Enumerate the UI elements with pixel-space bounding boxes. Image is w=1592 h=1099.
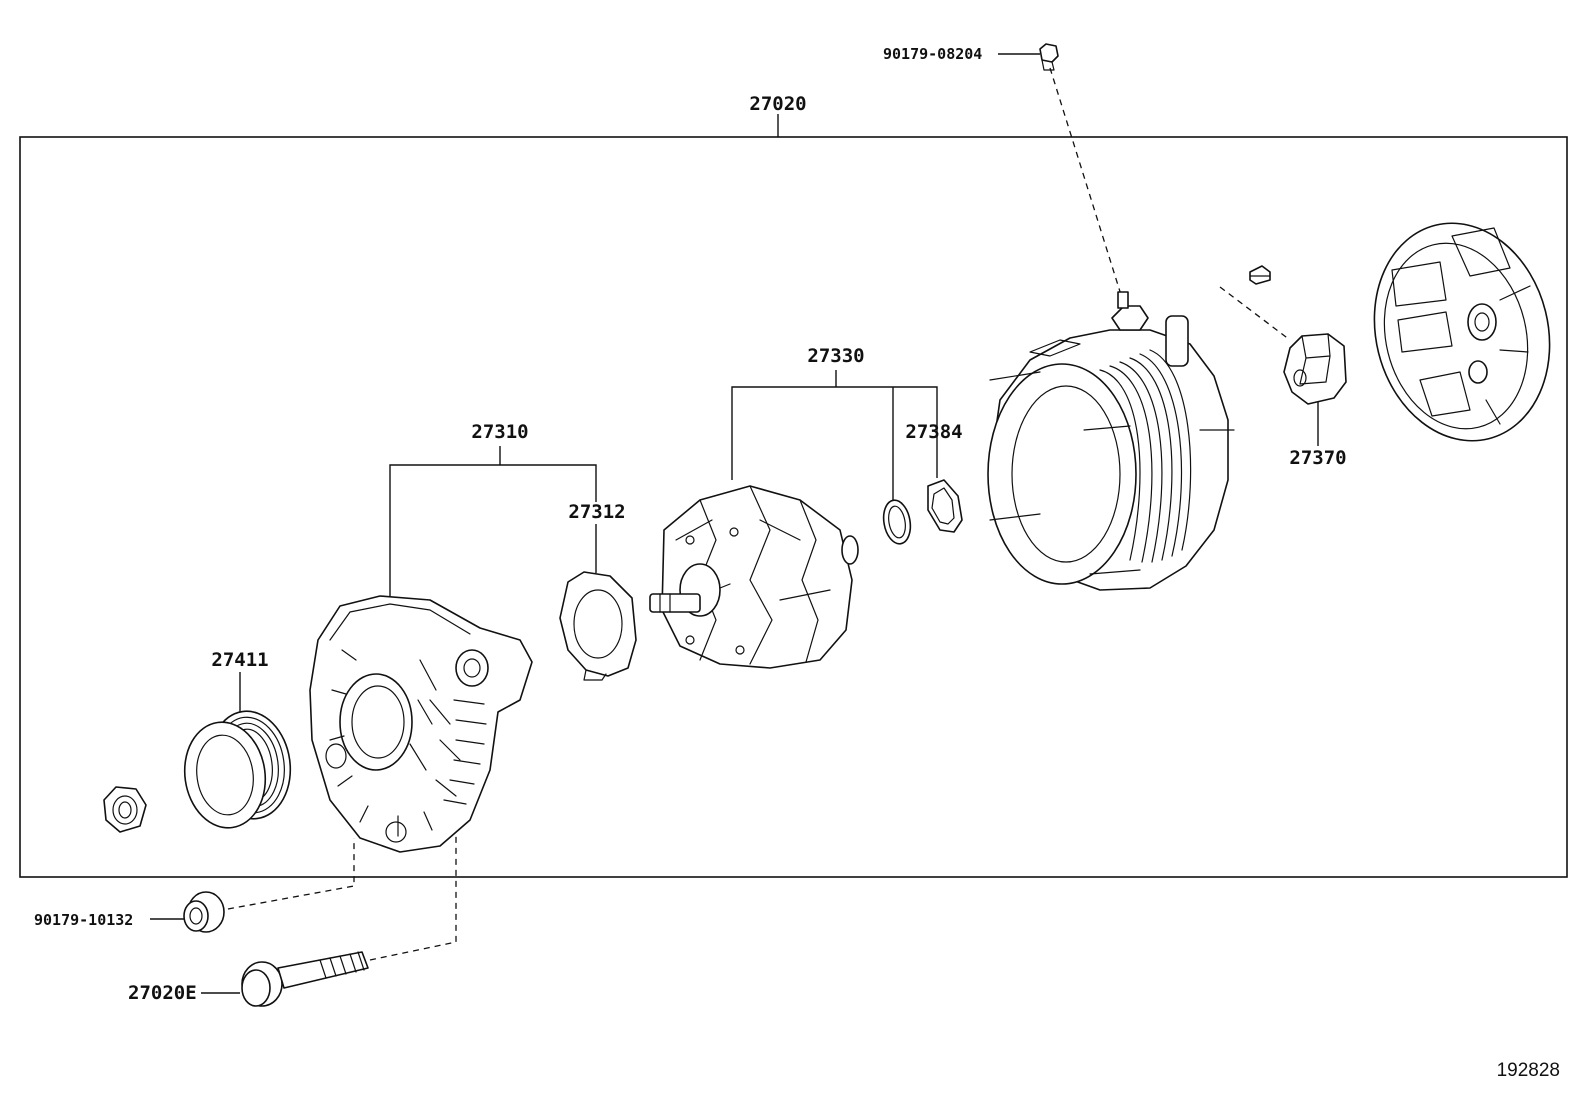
label-pulley: 27411 [211, 649, 268, 671]
rear-cover-part [1373, 222, 1551, 442]
plate-part [559, 571, 637, 681]
label-nut-bottom: 90179-10132 [34, 911, 133, 929]
drive-frame-part [309, 595, 533, 853]
label-plate: 27312 [568, 501, 625, 523]
label-brush-holder: 27370 [1289, 447, 1346, 469]
bolt-top-part [1039, 43, 1059, 71]
label-rotor: 27330 [807, 345, 864, 367]
dash-bolt-top [1049, 67, 1123, 299]
leader-rotor [731, 386, 938, 480]
leader-drive-frame [389, 464, 597, 596]
assembly-frame [19, 136, 1568, 878]
label-drive-frame: 27310 [471, 421, 528, 443]
insulator-part [927, 479, 963, 533]
bushing-part [183, 891, 225, 933]
stator-part [987, 291, 1235, 591]
pulley-part [183, 710, 292, 829]
rotor-part [649, 485, 859, 669]
ring-part [882, 499, 912, 545]
dash-nut-bottom [227, 838, 355, 910]
brush-holder-part [1283, 333, 1347, 405]
hex-nut-part [103, 786, 147, 833]
dash-brush-screw [1219, 286, 1291, 341]
brush-screw-part [1249, 265, 1271, 285]
label-bolt-top: 90179-08204 [883, 45, 982, 63]
through-bolt-part [241, 951, 369, 1007]
label-insulator: 27384 [905, 421, 962, 443]
reference-number: 192828 [1497, 1060, 1560, 1081]
label-assembly: 27020 [749, 93, 806, 115]
label-through-bolt: 27020E [128, 982, 197, 1004]
